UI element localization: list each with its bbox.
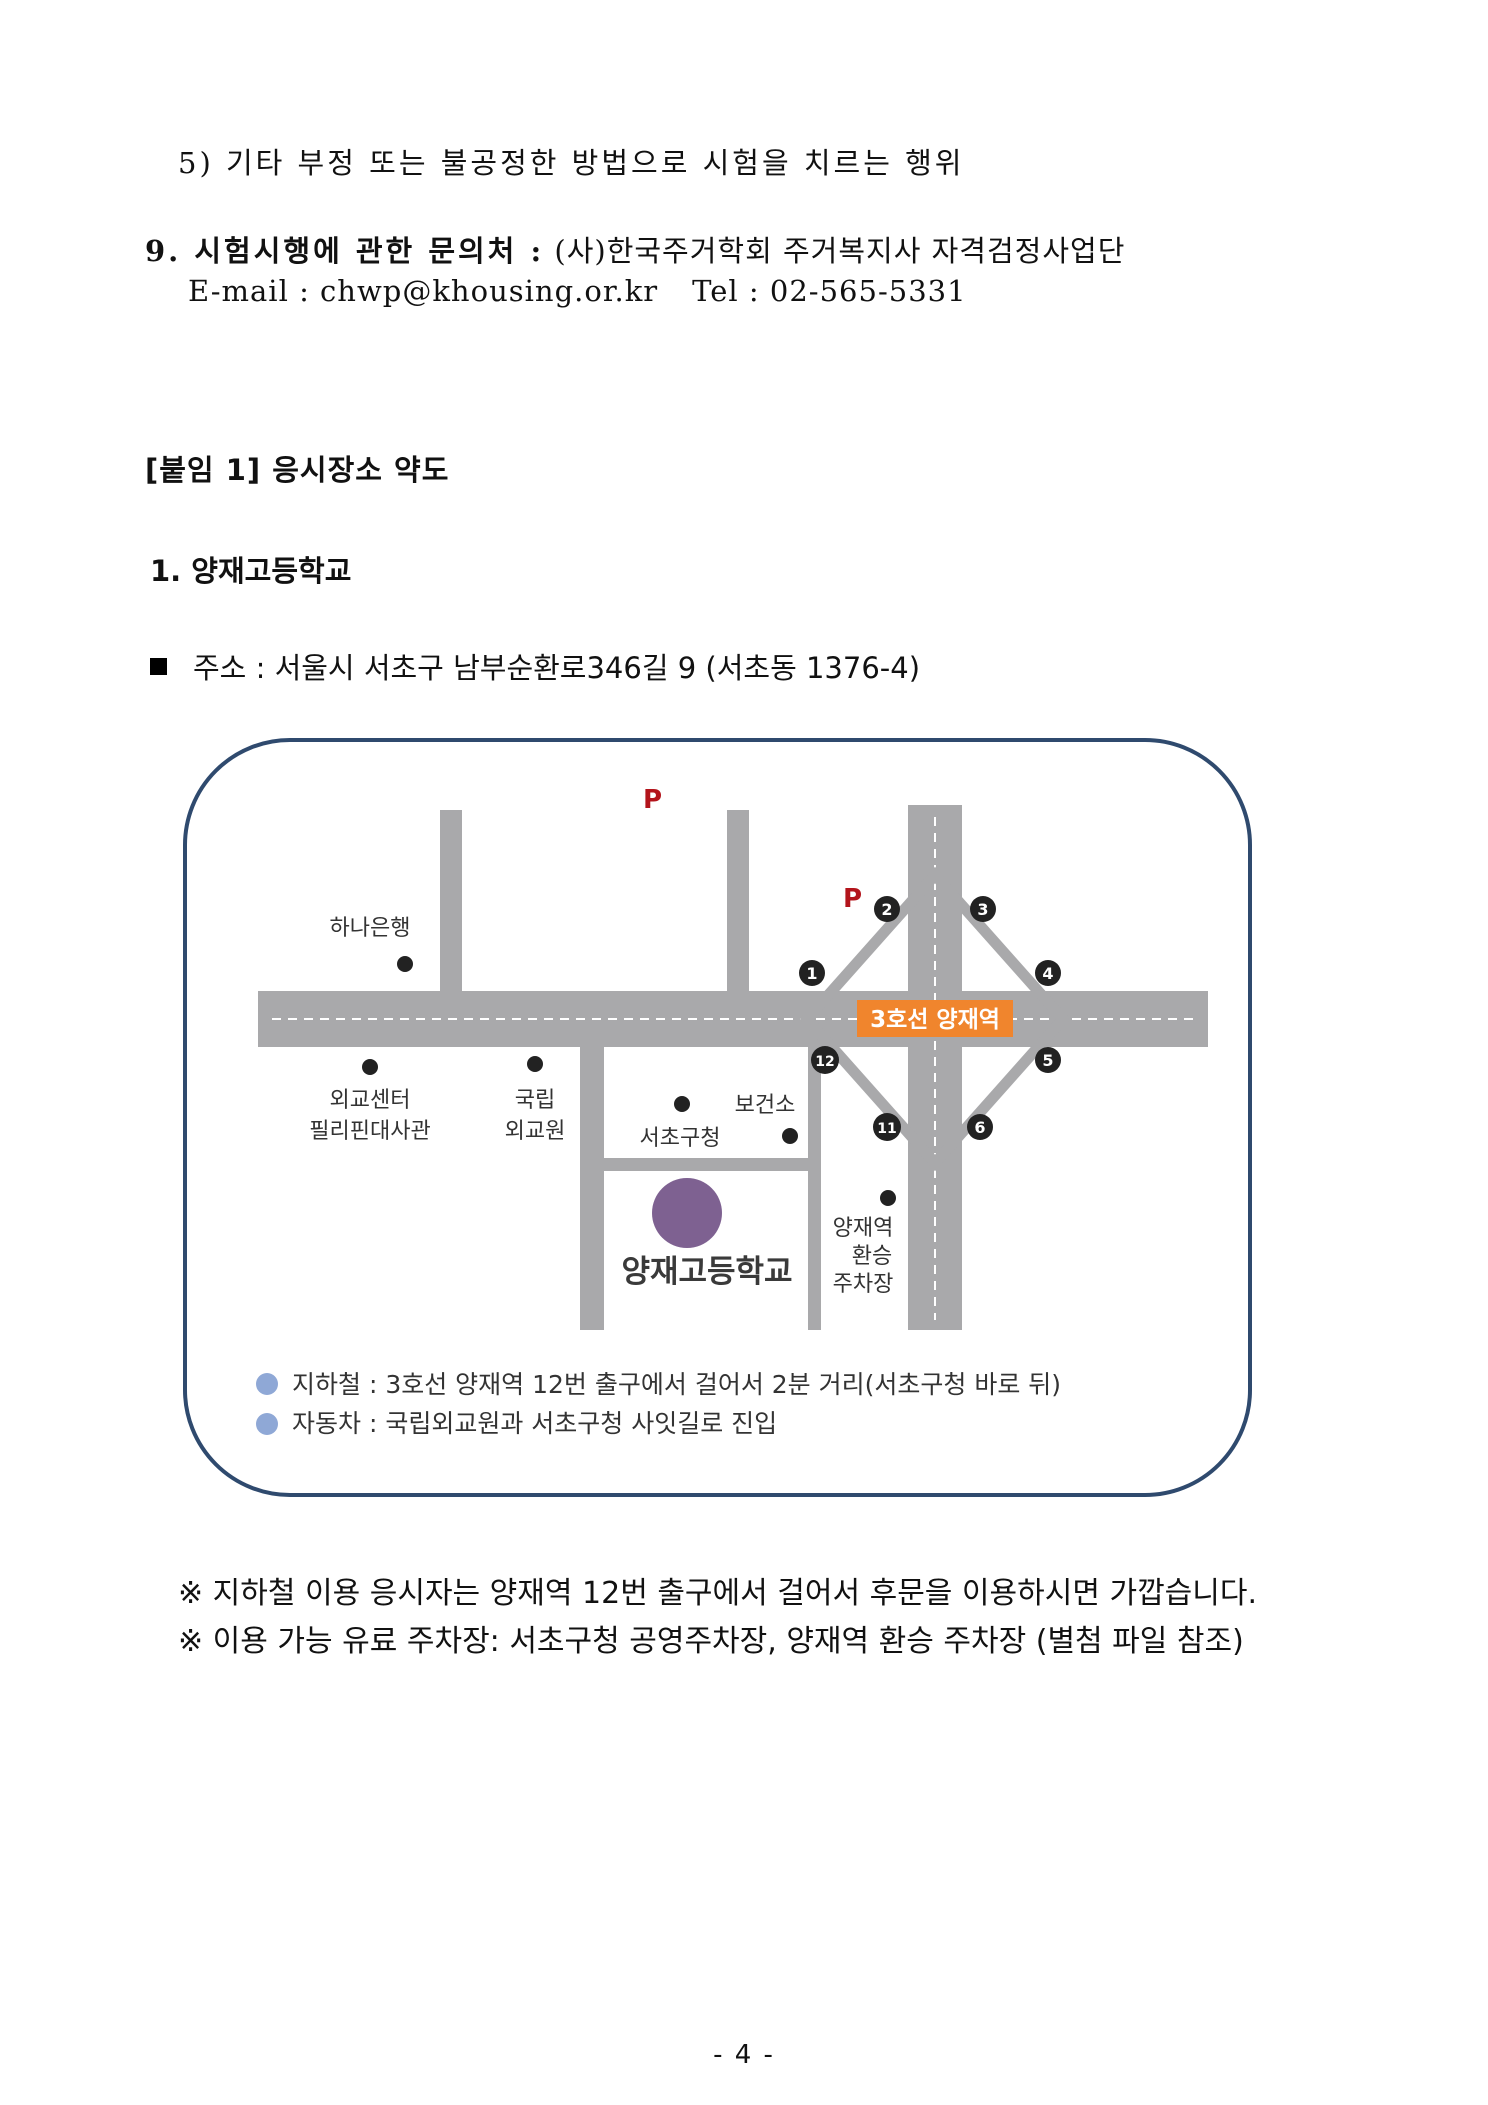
hana-bank-dot — [397, 956, 413, 972]
school-marker — [652, 1178, 722, 1248]
legend-car-text: 자동차 : 국립외교원과 서초구청 사잇길로 진입 — [292, 1409, 777, 1438]
address-text: 주소 : 서울시 서초구 남부순환로346길 9 (서초동 1376-4) — [193, 651, 921, 685]
contact-line: E-mail : chwp@khousing.or.kr Tel : 02-565… — [188, 274, 967, 308]
contact-tel: Tel : 02-565-5331 — [692, 274, 967, 308]
health-center-label: 보건소 — [735, 1093, 796, 1118]
exit-6-label: 6 — [974, 1118, 985, 1137]
station-diamond — [799, 866, 1071, 1172]
foreign-center-dot — [362, 1059, 378, 1075]
address-line: 주소 : 서울시 서초구 남부순환로346길 9 (서초동 1376-4) — [150, 645, 920, 687]
exit-12-marker — [811, 1046, 839, 1074]
hana-bank-label: 하나은행 — [330, 916, 411, 941]
landmark-labels: 하나은행 외교센터 필리핀대사관 국립 외교원 보건소 서초구청 양재역 환승 … — [309, 916, 893, 1297]
subway-note: ※ 지하철 이용 응시자는 양재역 12번 출구에서 걸어서 후문을 이용하시면… — [178, 1576, 1258, 1611]
health-center-dot — [674, 1096, 690, 1112]
exit-2-label: 2 — [881, 900, 892, 919]
exit-12-label: 12 — [815, 1054, 834, 1070]
landmark-dots — [362, 956, 896, 1206]
parking-note: ※ 이용 가능 유료 주차장: 서초구청 공영주차장, 양재역 환승 주차장 (… — [178, 1624, 1244, 1659]
item-5-text: 5) 기타 부정 또는 불공정한 방법으로 시험을 치르는 행위 — [178, 146, 965, 180]
exit-11-marker — [873, 1113, 901, 1141]
inquiry-organization: (사)한국주거학회 주거복지사 자격검정사업단 — [554, 234, 1126, 268]
exit-1-label: 1 — [806, 964, 817, 983]
location-map: 3호선 양재역 1 2 3 4 5 6 11 12 P P 하나은행 외교센터 … — [183, 738, 1252, 1497]
school-label: 양재고등학교 — [621, 1254, 792, 1290]
exit-5-marker — [1035, 1047, 1061, 1073]
contact-email: E-mail : chwp@khousing.or.kr — [188, 274, 659, 308]
seocho-office-label: 서초구청 — [640, 1126, 721, 1151]
exit-5-label: 5 — [1042, 1051, 1053, 1070]
legend-subway-text: 지하철 : 3호선 양재역 12번 출구에서 걸어서 2분 거리(서초구청 바로… — [292, 1370, 1061, 1399]
national-academy-label-line2: 외교원 — [505, 1119, 566, 1144]
inquiry-label: 9. 시험시행에 관한 문의처 : — [145, 234, 545, 268]
road-small-connector — [604, 1158, 808, 1171]
transfer-parking-label-line3: 주차장 — [833, 1272, 894, 1297]
attachment-title: [붙임 1] 응시장소 약도 — [145, 453, 450, 487]
transfer-parking-dot — [880, 1190, 896, 1206]
national-academy-label-line1: 국립 — [515, 1088, 555, 1113]
legend-subway-dot — [256, 1373, 278, 1395]
national-academy-dot — [527, 1056, 543, 1072]
section-title: 1. 양재고등학교 — [150, 554, 352, 588]
station-label-box — [857, 1000, 1013, 1037]
exit-11-label: 11 — [877, 1121, 896, 1137]
inquiry-line: 9. 시험시행에 관한 문의처 : (사)한국주거학회 주거복지사 자격검정사업… — [145, 228, 1125, 270]
road-center-lines — [272, 817, 1195, 1320]
exit-1-marker — [799, 960, 825, 986]
road-upper-left — [440, 810, 462, 995]
transfer-parking-label-line2: 환승 — [852, 1244, 892, 1269]
exit-4-marker — [1035, 960, 1061, 986]
exit-markers: 1 2 3 4 5 6 11 12 — [799, 896, 1061, 1141]
exit-2-marker — [874, 896, 900, 922]
seocho-office-dot — [782, 1128, 798, 1144]
station-label: 3호선 양재역 — [870, 1007, 1000, 1033]
road-lower-right — [808, 1045, 821, 1330]
exit-4-label: 4 — [1042, 964, 1053, 983]
road-upper-middle — [727, 810, 749, 995]
foreign-center-label-line1: 외교센터 — [330, 1088, 411, 1113]
square-bullet-icon — [150, 658, 167, 675]
transfer-parking-label-line1: 양재역 — [833, 1216, 894, 1241]
foreign-center-label-line2: 필리핀대사관 — [309, 1119, 430, 1144]
parking-p-mark-station: P — [843, 884, 862, 914]
exit-3-label: 3 — [977, 900, 988, 919]
exit-6-marker — [967, 1114, 993, 1140]
page-number: - 4 - — [713, 2040, 775, 2070]
parking-p-mark-top: P — [643, 785, 662, 815]
exit-3-marker — [970, 896, 996, 922]
road-lower-left — [580, 1045, 604, 1330]
legend-car-dot — [256, 1413, 278, 1435]
